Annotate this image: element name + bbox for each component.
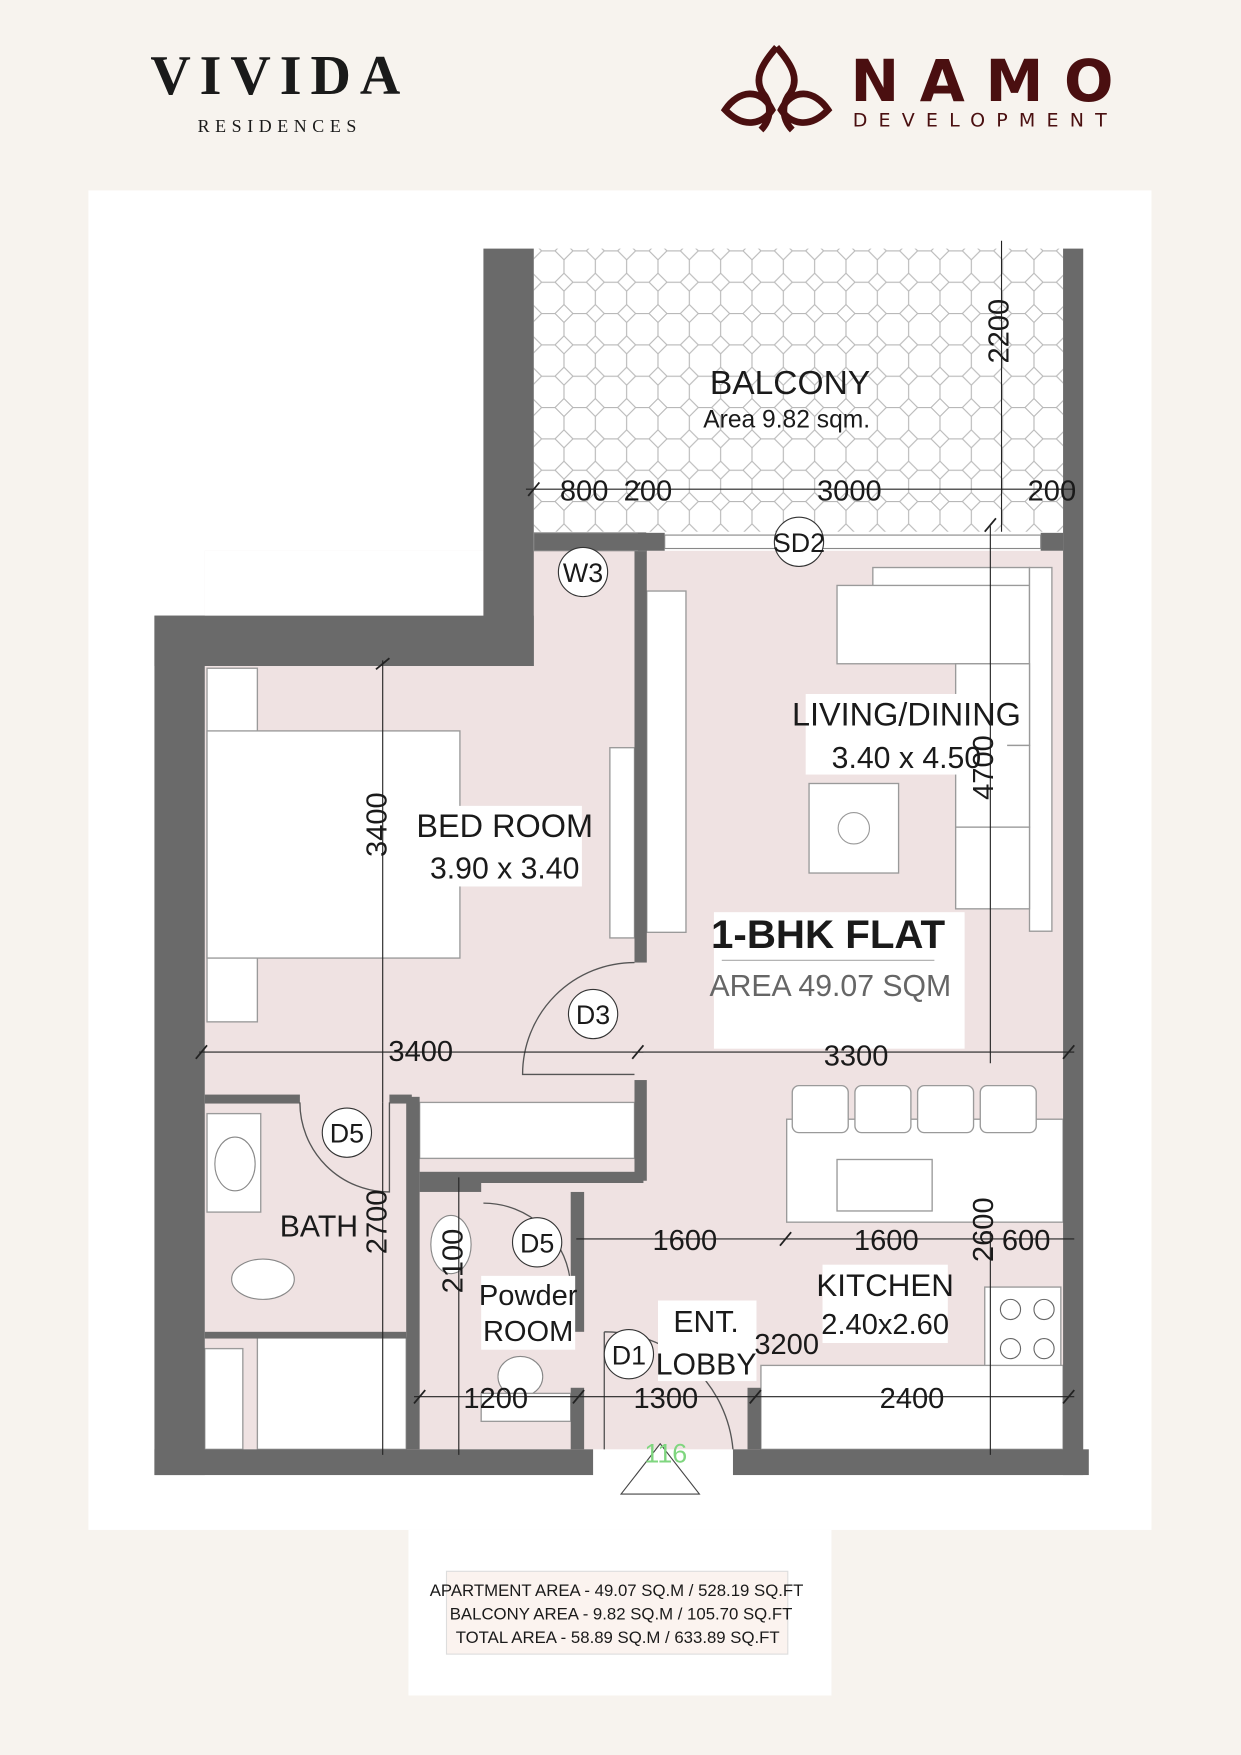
tag-d3: D3 — [576, 1000, 610, 1030]
dim-1600-b: 1600 — [854, 1225, 919, 1257]
tag-sd2: SD2 — [773, 528, 825, 558]
dim-4700: 4700 — [968, 735, 1000, 800]
bedroom-size: 3.90 x 3.40 — [430, 853, 579, 886]
balcony-floor — [533, 248, 1064, 532]
kitchen-label: KITCHEN — [816, 1268, 954, 1303]
balcony-label: BALCONY — [710, 365, 870, 402]
area-summary: APARTMENT AREA - 49.07 SQ.M / 528.19 SQ.… — [430, 1570, 804, 1655]
tag-d1: D1 — [612, 1340, 646, 1370]
unit-number: 116 — [644, 1439, 687, 1469]
dim-2700: 2700 — [362, 1190, 394, 1255]
powder-label-1: Powder — [479, 1280, 578, 1312]
flat-title: 1-BHK FLAT — [711, 912, 946, 957]
bath-label: BATH — [280, 1211, 358, 1244]
walls — [154, 248, 1089, 1476]
dim-1600-a: 1600 — [653, 1225, 718, 1257]
bedroom-label: BED ROOM — [416, 808, 593, 844]
summary-total: TOTAL AREA - 58.89 SQ.M / 633.89 SQ.FT — [456, 1628, 780, 1647]
dim-200-b: 200 — [1028, 475, 1077, 507]
dim-1300: 1300 — [633, 1383, 698, 1415]
tag-w3: W3 — [563, 558, 603, 588]
vivida-logo: VIVIDA RESIDENCES — [150, 45, 409, 136]
dim-2100: 2100 — [438, 1229, 470, 1294]
lobby-label-1: ENT. — [673, 1306, 738, 1339]
dim-bed-3400-h: 3400 — [388, 1036, 453, 1068]
living-label: LIVING/DINING — [792, 696, 1021, 732]
flat-title-block: 1-BHK FLAT AREA 49.07 SQM — [709, 912, 965, 1049]
dim-600: 600 — [1002, 1225, 1051, 1257]
dimension-labels: 800 200 3000 200 2200 3400 3400 3300 470… — [362, 299, 1077, 1415]
entry-arrow — [619, 1442, 701, 1495]
living-furniture — [808, 566, 1053, 932]
dim-200-a: 200 — [624, 475, 673, 507]
room-labels: BALCONY Area 9.82 sqm. BED ROOM 3.90 x 3… — [280, 365, 1021, 1381]
tag-d5-bath: D5 — [330, 1119, 364, 1149]
dim-3300: 3300 — [824, 1040, 889, 1072]
dim-2200: 2200 — [984, 299, 1016, 364]
dim-bed-3400-v: 3400 — [362, 792, 394, 857]
door-window-tags: W3 SD2 D3 D5 D5 D1 116 — [321, 516, 825, 1469]
dim-2400: 2400 — [880, 1383, 945, 1415]
summary-balcony: BALCONY AREA - 9.82 SQ.M / 105.70 SQ.FT — [450, 1604, 793, 1623]
namo-logo-name: NAMO — [850, 47, 1113, 115]
tag-d5-powder: D5 — [520, 1228, 554, 1258]
kitchen-furniture — [418, 1084, 1064, 1450]
namo-logo-sub: DEVELOPMENT — [853, 110, 1113, 132]
vivida-logo-name: VIVIDA — [150, 45, 409, 107]
flat-area: AREA 49.07 SQM — [709, 970, 951, 1003]
dim-800: 800 — [560, 475, 609, 507]
dimension-lines — [195, 240, 1075, 1455]
dim-1200: 1200 — [463, 1383, 528, 1415]
kitchen-size: 2.40x2.60 — [821, 1309, 949, 1341]
vivida-logo-sub: RESIDENCES — [198, 116, 362, 136]
dim-3000: 3000 — [817, 475, 882, 507]
lobby-label-2: LOBBY — [656, 1348, 757, 1381]
namo-logo: NAMO DEVELOPMENT — [720, 44, 1113, 133]
lotus-icon — [720, 44, 833, 133]
dim-2600: 2600 — [968, 1197, 1000, 1262]
living-size: 3.40 x 4.50 — [832, 742, 981, 775]
summary-apartment: APARTMENT AREA - 49.07 SQ.M / 528.19 SQ.… — [430, 1581, 804, 1600]
powder-label-2: ROOM — [483, 1316, 573, 1348]
balcony-area: Area 9.82 sqm. — [703, 407, 870, 434]
dim-3200: 3200 — [754, 1329, 819, 1361]
